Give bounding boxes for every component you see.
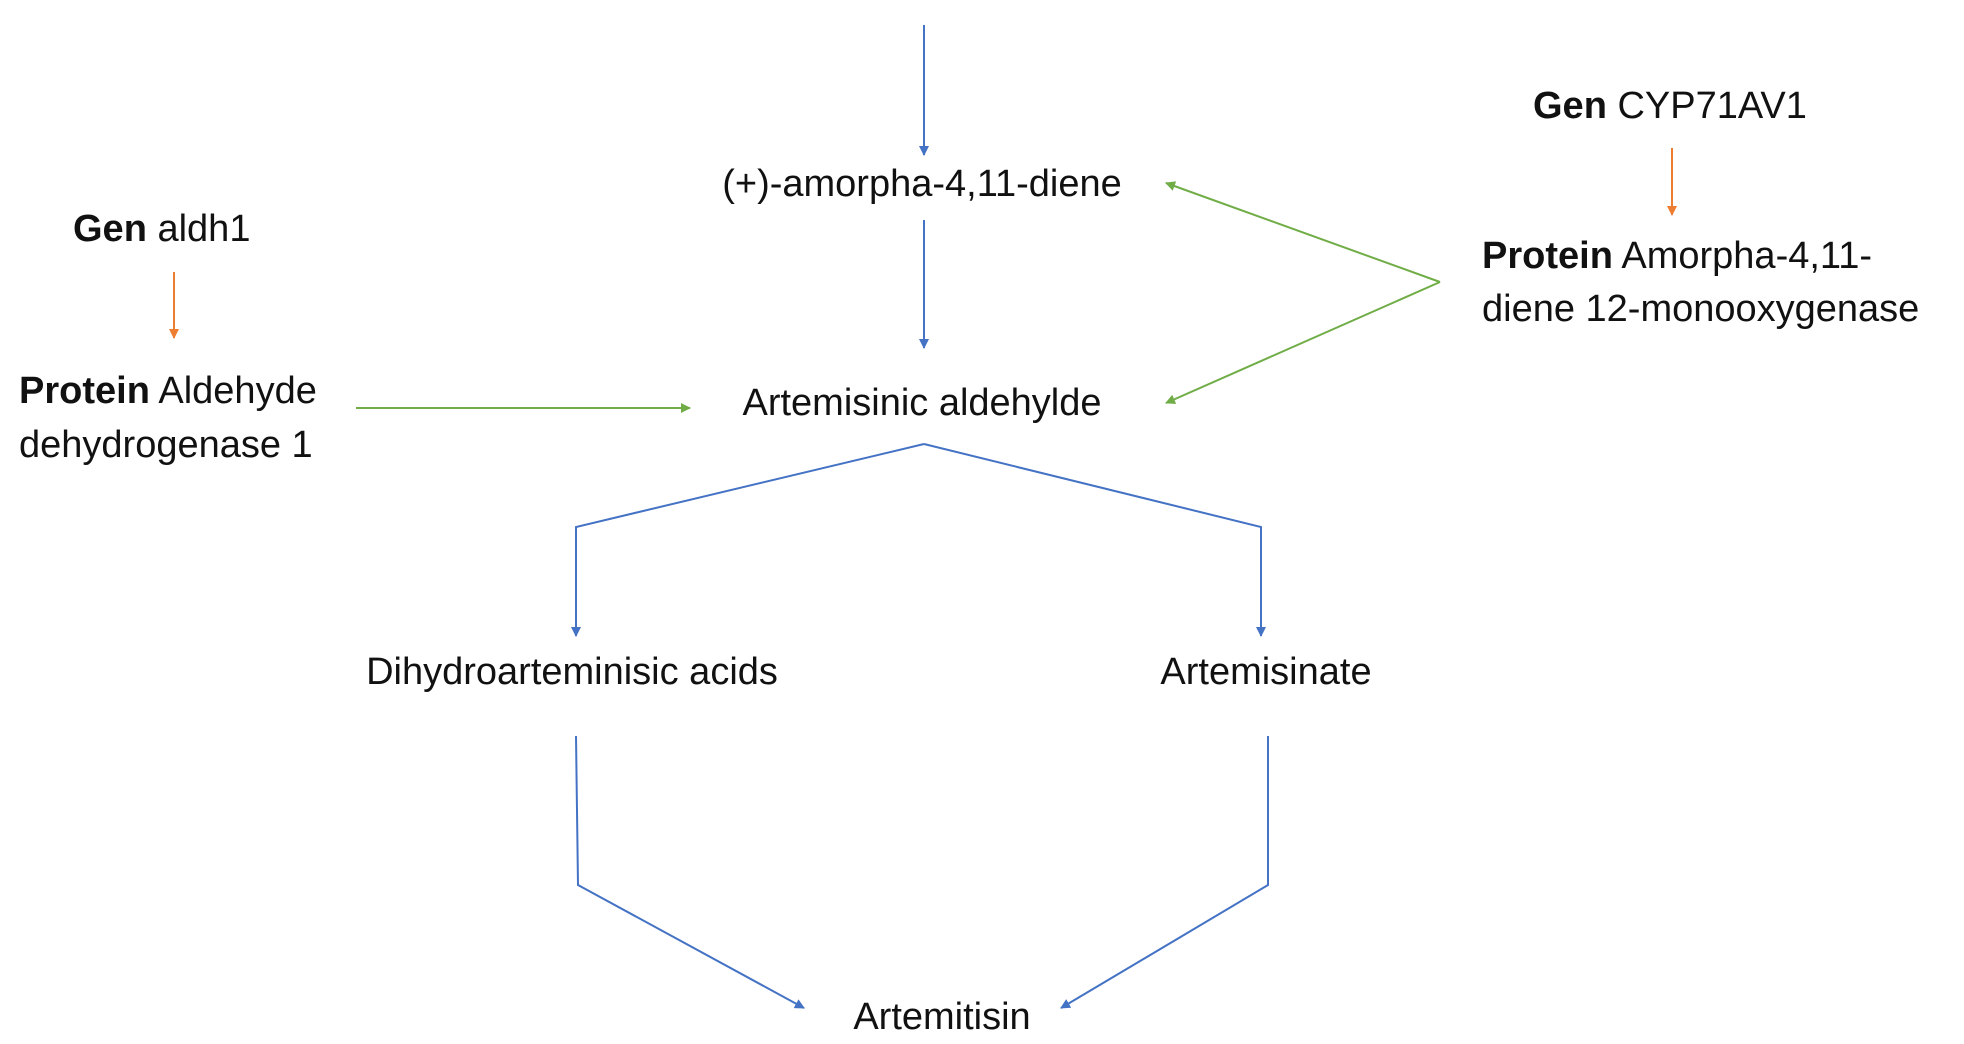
gene-name: CYP71AV1 <box>1617 85 1807 127</box>
protein-prefix: Protein <box>1482 235 1613 277</box>
arrow-artemisinate-to-artemitisin <box>1060 736 1269 1009</box>
protein-prefix: Protein <box>19 370 150 412</box>
arrow-dihydro-acids-to-artemitisin <box>575 735 805 1009</box>
gene-prefix: Gen <box>1533 85 1607 127</box>
compound-amorphadiene: (+)-amorpha-4,11-diene <box>722 163 1122 205</box>
cyp-gene-label: Gen CYP71AV1 <box>1533 79 1807 133</box>
compound-artemisinate: Artemisinate <box>1160 651 1372 693</box>
arrow-cyp-to-amorphadiene <box>1165 181 1441 283</box>
arrow-aldehyde-to-dihydro-acids <box>571 443 925 637</box>
protein-name-line1: Amorpha-4,11- <box>1621 235 1873 277</box>
protein-name-line1: Aldehyde <box>158 370 317 412</box>
compound-artemisinic-aldehyde: Artemisinic aldehylde <box>742 382 1102 424</box>
gene-prefix: Gen <box>73 208 147 250</box>
compound-dihydroarteminisic-acids: Dihydroarteminisic acids <box>366 651 778 693</box>
arrow-cyp-to-aldehyde <box>1165 281 1441 404</box>
cyp-protein-label-line2: diene 12-monooxygenase <box>1482 288 1920 330</box>
aldh1-protein-label: Protein Aldehyde <box>19 364 317 418</box>
arrow-aldehyde-to-artemisinate <box>923 443 1266 637</box>
aldh1-protein-label-line2: dehydrogenase 1 <box>19 424 313 466</box>
aldh1-gene-label: Gen aldh1 <box>73 202 250 256</box>
cyp-protein-label: Protein Amorpha-4,11- <box>1482 229 1872 283</box>
gene-name: aldh1 <box>157 208 251 250</box>
compound-artemitisin: Artemitisin <box>853 996 1031 1038</box>
